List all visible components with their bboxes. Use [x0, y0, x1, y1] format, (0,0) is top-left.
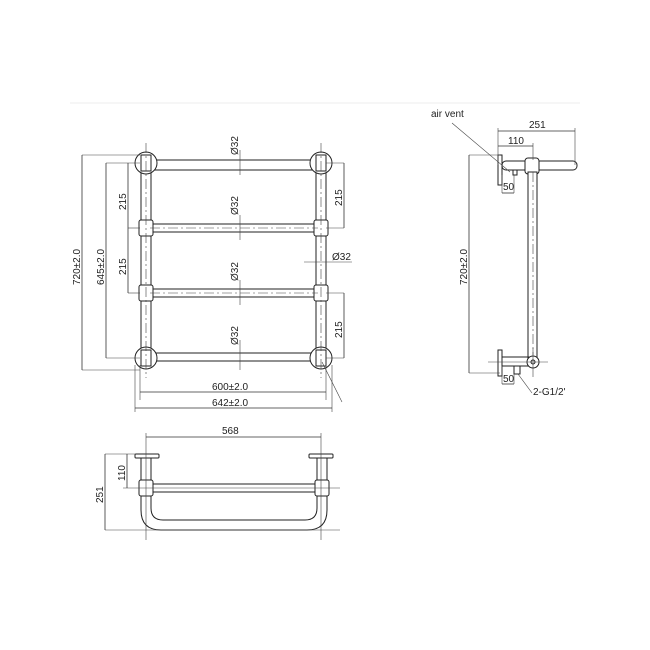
- side-wall-center-label: 110: [508, 136, 524, 147]
- front-view-labels: Ø32 Ø32 Ø32 Ø32 215 215 215 215 Ø32 720±…: [72, 136, 351, 409]
- side-bottom-offset-label: 50: [503, 374, 515, 385]
- top-width-label: 568: [222, 426, 239, 437]
- connection-label: 2-G1/2': [533, 387, 566, 398]
- overall-height-label: 720±2.0: [72, 248, 83, 285]
- top-view-dimensions: [104, 433, 340, 540]
- bar-diameter-label-1: Ø32: [230, 136, 241, 155]
- side-height-label: 720±2.0: [459, 248, 470, 285]
- side-top-offset-label: 50: [503, 182, 515, 193]
- side-view-labels: air vent 251 110 50 720±2.0 50 2-G1/2': [431, 109, 566, 398]
- top-depth-label: 251: [95, 486, 106, 503]
- center-height-label: 645±2.0: [96, 248, 107, 285]
- front-view-dimensions: [81, 154, 352, 412]
- side-diameter-label: Ø32: [332, 252, 351, 263]
- top-wall-center-label: 110: [117, 465, 128, 481]
- side-depth-label: 251: [529, 120, 546, 131]
- left-spacing-label-2: 215: [118, 258, 129, 275]
- air-vent-label: air vent: [431, 109, 464, 120]
- top-view: [134, 453, 334, 531]
- right-spacing-label-2: 215: [334, 321, 345, 338]
- top-view-labels: 568 110 251: [95, 426, 239, 503]
- side-view: [488, 154, 578, 377]
- right-spacing-label-1: 215: [334, 189, 345, 206]
- bar-diameter-label-3: Ø32: [230, 262, 241, 281]
- overall-width-label: 642±2.0: [212, 398, 249, 409]
- bar-diameter-label-2: Ø32: [230, 196, 241, 215]
- left-spacing-label-1: 215: [118, 193, 129, 210]
- bar-diameter-label-4: Ø32: [230, 326, 241, 345]
- side-view-dimensions: [451, 122, 576, 394]
- front-view: [134, 143, 333, 378]
- center-width-label: 600±2.0: [212, 382, 249, 393]
